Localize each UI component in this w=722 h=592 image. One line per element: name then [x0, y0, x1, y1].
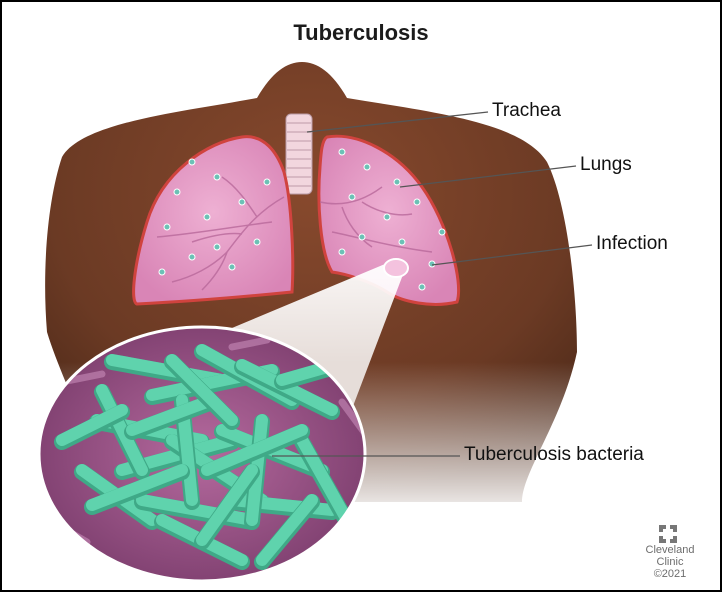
- background-bacterium: [322, 550, 362, 562]
- cleveland-clinic-logo: Cleveland Clinic ©2021: [630, 522, 710, 581]
- magnified-view: [39, 327, 365, 581]
- logo-line-2: Clinic: [630, 556, 710, 568]
- copyright-text: ©2021: [630, 568, 710, 581]
- lungs-label: Lungs: [580, 154, 632, 176]
- trachea: [286, 114, 312, 194]
- trachea-label: Trachea: [492, 100, 561, 122]
- infection-label: Infection: [596, 233, 668, 255]
- magnified-region-marker: [384, 259, 408, 277]
- tuberculosis-bacteria-label: Tuberculosis bacteria: [464, 444, 644, 466]
- logo-line-1: Cleveland: [630, 544, 710, 556]
